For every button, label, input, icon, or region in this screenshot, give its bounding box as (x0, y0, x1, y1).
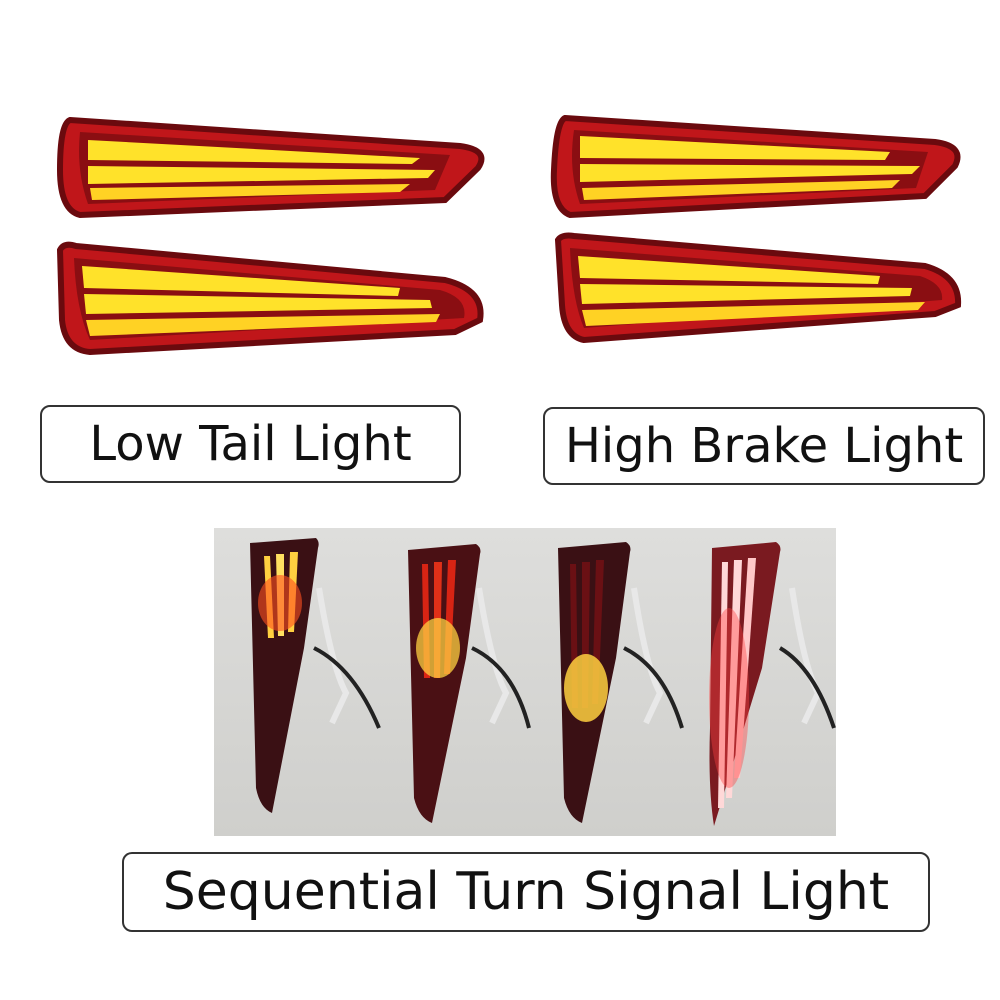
high-brake-light-image (540, 100, 980, 360)
sequential-turn-signal-photo (214, 528, 836, 836)
high-brake-light-label: High Brake Light (543, 407, 985, 485)
sequential-turn-signal-label: Sequential Turn Signal Light (122, 852, 930, 932)
lamp-unit-top (550, 114, 961, 219)
turn-signal-frame-4 (709, 542, 836, 826)
turn-signal-frame-2 (408, 544, 531, 823)
low-tail-light-label: Low Tail Light (40, 405, 461, 483)
turn-signal-frame-3 (558, 542, 684, 823)
lamp-unit-bottom (56, 241, 484, 356)
lamp-unit-top (56, 116, 485, 219)
lamp-unit-bottom (554, 232, 962, 344)
turn-signal-frame-1 (250, 538, 381, 813)
low-tail-light-image (40, 100, 500, 370)
